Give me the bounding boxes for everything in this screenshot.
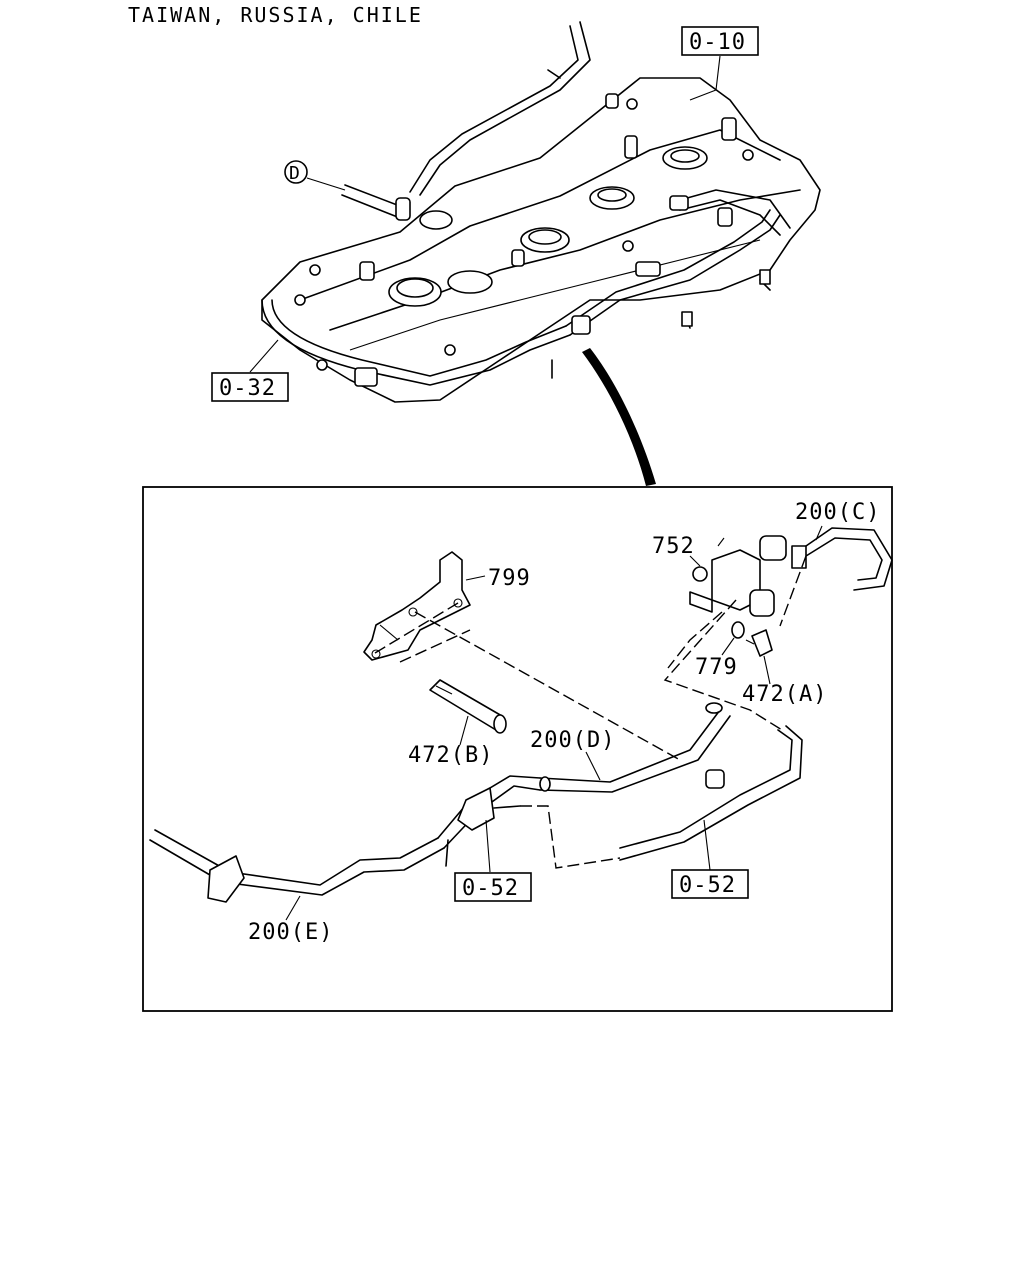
leader-472a <box>763 655 771 685</box>
label-200d: 200(D) <box>530 728 615 753</box>
leader-472b <box>459 715 469 746</box>
callout-0-52-right: 0-52 <box>671 869 749 899</box>
label-472a: 472(A) <box>742 682 827 707</box>
leader-799 <box>465 575 486 581</box>
callout-0-52-right-label: 0-52 <box>679 873 736 898</box>
leader-0-52-right <box>703 819 711 871</box>
bracket-799 <box>363 551 471 661</box>
callout-0-52-left: 0-52 <box>454 872 532 902</box>
label-799: 799 <box>488 566 531 591</box>
label-200e: 200(E) <box>248 920 333 945</box>
leader-200d <box>585 751 601 781</box>
bolt-472b <box>429 679 507 734</box>
hose-200e <box>149 775 541 903</box>
bolt-472a <box>745 629 773 657</box>
detail-pointer-arrow <box>582 348 656 486</box>
assembly-dashed-lines <box>374 555 807 869</box>
callout-0-10: 0-10 <box>681 26 759 101</box>
region-heading: TAIWAN, RUSSIA, CHILE <box>128 3 423 27</box>
hose-200d <box>539 702 731 793</box>
leader-752 <box>689 555 701 567</box>
leader-200c <box>815 525 823 541</box>
marker-d-label: D <box>289 163 300 184</box>
label-472b: 472(B) <box>408 743 493 768</box>
callout-0-32: 0-32 <box>211 339 289 402</box>
label-200c: 200(C) <box>795 500 880 525</box>
leader-779 <box>721 637 735 656</box>
callout-0-32-label: 0-32 <box>219 376 276 401</box>
detail-frame <box>142 486 893 1012</box>
label-752: 752 <box>652 534 695 559</box>
callout-0-10-label: 0-10 <box>689 30 746 55</box>
label-779: 779 <box>695 655 738 680</box>
callout-0-52-left-label: 0-52 <box>462 876 519 901</box>
leader-200e <box>285 895 301 921</box>
washer-779 <box>731 621 745 639</box>
hose-200c <box>759 527 893 591</box>
leader-0-52-left <box>485 819 491 873</box>
cylinder-head-cover-drawing <box>261 21 821 403</box>
hose-right <box>619 725 803 861</box>
valve-752 <box>689 537 775 617</box>
marker-d: D <box>284 160 346 191</box>
